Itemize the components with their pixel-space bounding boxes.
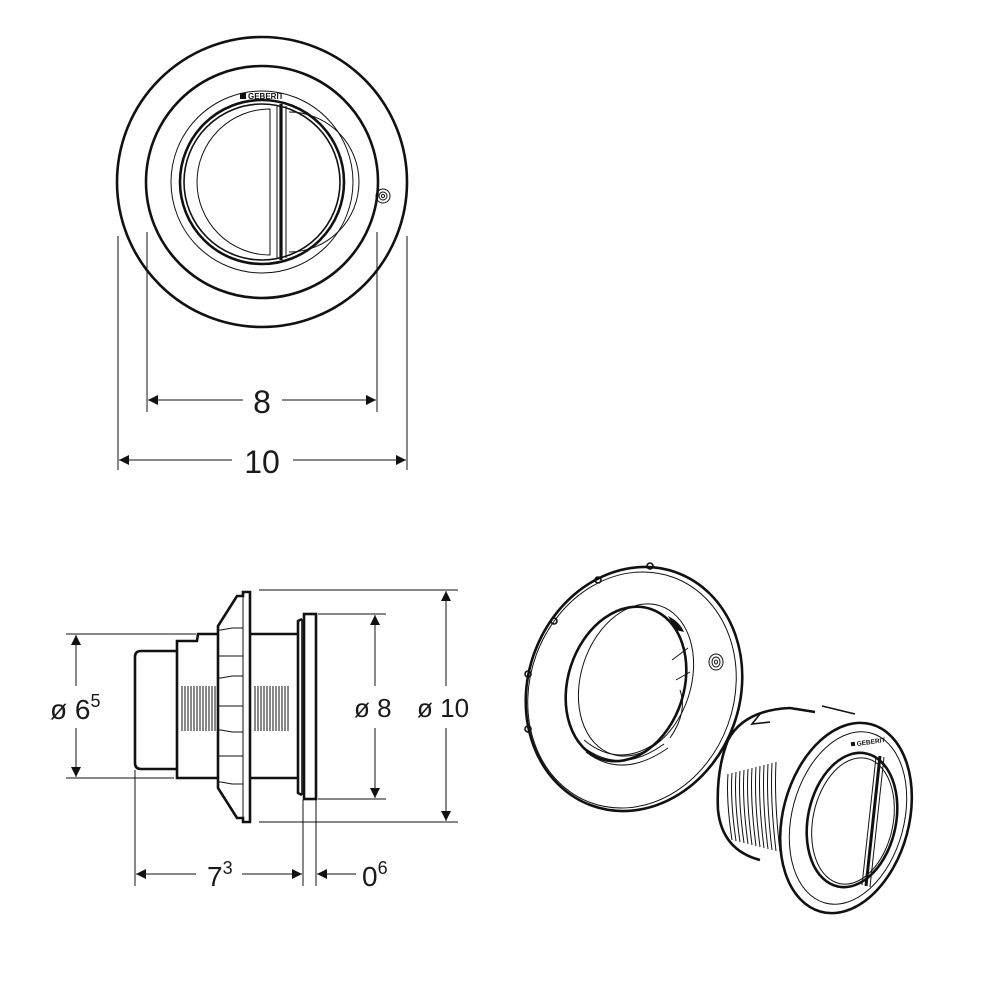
isometric-actuator: GEBERIT (716, 705, 914, 915)
actuator-body (716, 706, 816, 862)
rear-cap (133, 649, 177, 771)
actuator-logo-square-icon (850, 741, 856, 747)
dimension-inner-width: 8 (253, 384, 271, 420)
dimension-plate-diameter: ø 10 (417, 693, 469, 723)
button-outer-ring (178, 98, 346, 266)
front-view: GEBERIT 8 10 (114, 35, 412, 480)
dimension-button-diameter: ø 8 (354, 693, 392, 723)
right-button (288, 111, 360, 253)
actuator-button-ring (805, 751, 899, 889)
left-button (196, 108, 271, 256)
side-view: ø 65 ø 8 ø 10 73 06 (50, 589, 469, 892)
dimension-plate-thickness: 06 (362, 858, 388, 892)
screw-hole-icon (375, 188, 391, 204)
thread-left (181, 686, 216, 731)
brand-logo: GEBERIT (248, 92, 284, 101)
dimension-depth: 73 (207, 858, 233, 892)
dimension-body-diameter: ø 65 (50, 691, 100, 725)
ring-inner-opening (564, 605, 688, 763)
ring-tabs (524, 562, 654, 733)
button-ring (183, 103, 341, 261)
fixing-nut (216, 590, 252, 824)
actuator-face-plate (778, 721, 914, 915)
actuator-thread (727, 761, 781, 853)
plate-edge (170, 90, 354, 274)
geberit-logo-square-icon (240, 93, 246, 99)
outer-ring (115, 35, 409, 329)
actuator-button-divider (864, 755, 882, 887)
actuator-brand-logo: GEBERIT (856, 737, 886, 748)
ring-screw-hole-icon (708, 653, 724, 671)
dimension-outer-width: 10 (244, 444, 280, 480)
isometric-cover-ring (524, 562, 744, 813)
thread-right (254, 686, 289, 731)
inner-ring (144, 64, 380, 300)
ring-outer-edge (524, 565, 744, 813)
cover-plate (302, 612, 318, 801)
rear-body (175, 632, 218, 780)
